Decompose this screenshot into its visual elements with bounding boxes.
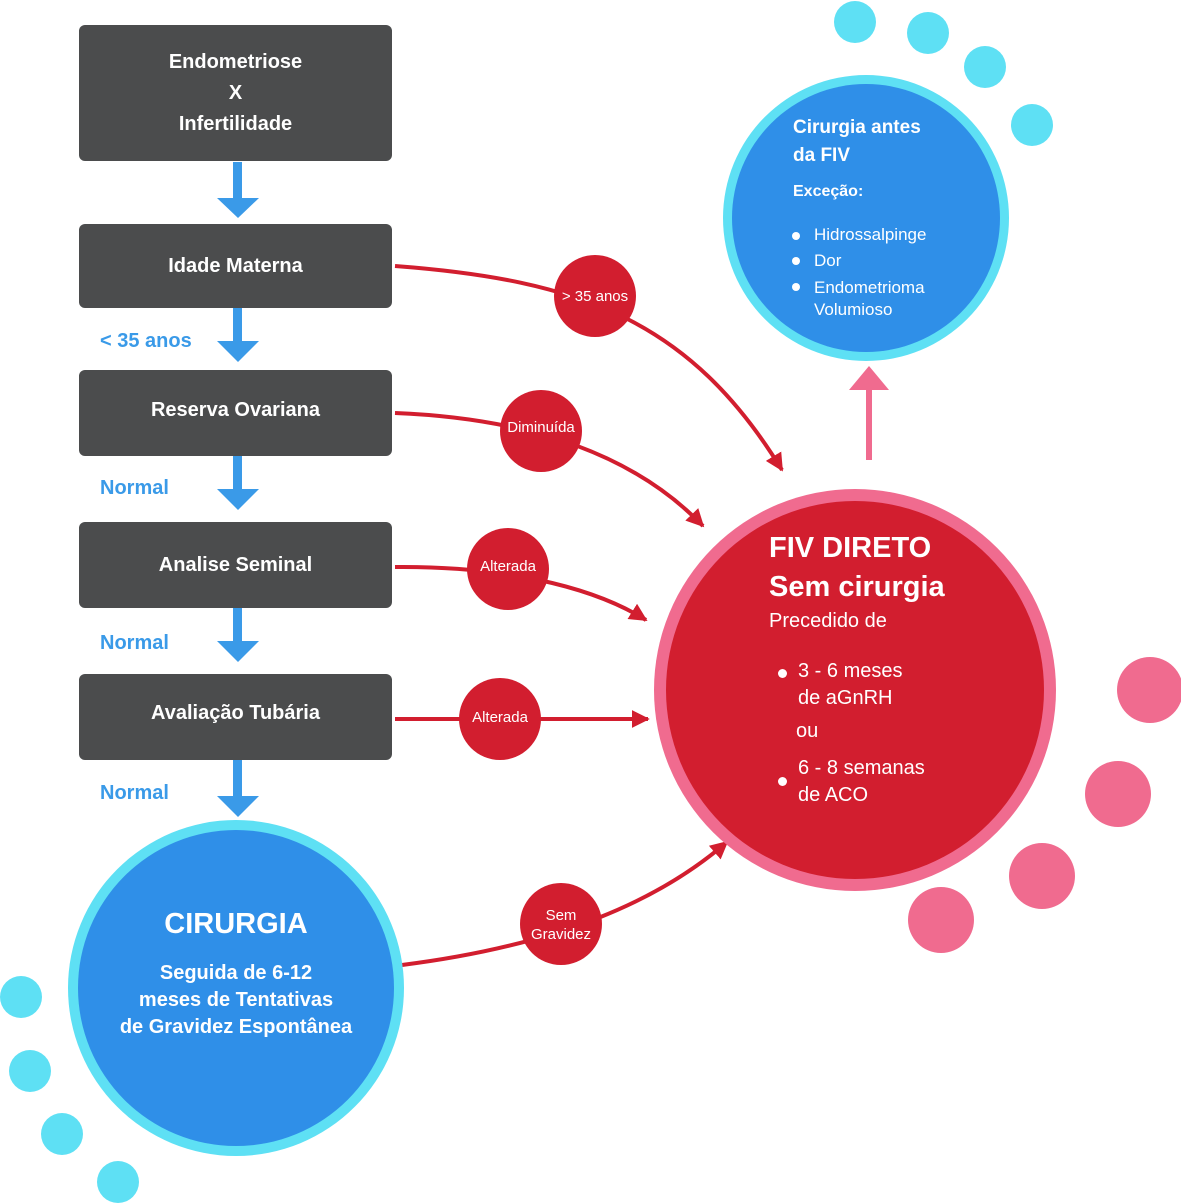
decorative-dots-pink [908,657,1181,953]
surgery-line-2: meses de Tentativas [138,989,334,1011]
branch-label-tubal: Normal [100,782,169,804]
semen-analysis-box: Analise Seminal [79,522,392,608]
exception-bullet-2 [792,257,800,265]
exception-item-3-line-1: Endometrioma [814,278,925,297]
decorative-dots-cyan-bottom [0,976,139,1203]
decision-label-surgery-line2: Gravidez [530,926,592,943]
exception-title-2: da FIV [793,145,851,166]
tubal-evaluation-box: Avaliação Tubária [79,674,392,760]
branch-label-semen: Normal [100,632,169,654]
fiv-option-1-line-2: de aGnRH [798,687,893,709]
arrow-fiv-to-exception [849,366,889,460]
flow-arrow-3 [217,456,259,510]
exception-item-2: Dor [814,251,842,270]
maternal-age-box: Idade Materna [79,224,392,308]
decision-label-surgery-line1: Sem [545,907,577,924]
box-line-3: Infertilidade [178,112,293,135]
branch-label-ovarian: Normal [100,477,169,499]
decision-label-semen: Alterada [480,557,536,575]
decision-circle-age [554,255,636,337]
box-line-1: Endometriose [168,50,303,73]
fiv-or-label: ou [796,720,819,742]
flow-arrow-1 [217,162,259,218]
fiv-option-1-line-1: 3 - 6 meses [798,660,903,682]
surgery-line-3: de Gravidez Espontânea [119,1016,353,1038]
decision-circle-semen [467,528,549,610]
exception-item-1: Hidrossalpinge [814,225,927,244]
decision-label-age: > 35 anos [561,287,629,305]
decision-circle-tubal [459,678,541,760]
decorative-dots-cyan-top [834,1,1053,146]
flow-arrow-5 [217,760,259,817]
ovarian-reserve-label: Reserva Ovariana [150,398,320,421]
decision-label-tubal: Alterada [472,708,528,726]
tubal-evaluation-label: Avaliação Tubária [151,701,320,724]
semen-analysis-label: Analise Seminal [158,553,313,576]
exception-label: Exceção: [793,183,864,200]
fiv-bullet-1 [778,669,787,678]
endometriosis-infertility-box: Endometriose X Infertilidade [79,25,392,161]
flow-arrow-4 [217,608,259,662]
exception-bullet-3 [792,283,800,291]
fiv-subtitle: Precedido de [769,610,887,632]
ovarian-reserve-box: Reserva Ovariana [79,370,392,456]
decision-circle-surgery [520,883,602,965]
exception-title-1: Cirurgia antes [793,117,921,138]
fiv-title-1: FIV DIRETO [769,532,932,564]
fiv-title-2: Sem cirurgia [769,571,945,603]
box-line-2: X [228,81,243,104]
decision-label-ovarian: Diminuída [507,418,575,436]
fiv-option-2-line-1: 6 - 8 semanas [798,757,925,779]
fiv-bullet-2 [778,777,787,786]
maternal-age-label: Idade Materna [168,254,303,277]
decision-circle-ovarian [500,390,582,472]
surgery-circle [78,830,394,1146]
exception-bullet-1 [792,232,800,240]
decision-label-surgery: Sem Gravidez [511,905,611,945]
fiv-circle [666,501,1044,879]
surgery-line-1: Seguida de 6-12 [159,962,313,984]
branch-label-age: < 35 anos [100,330,192,352]
flow-arrow-2 [217,308,259,362]
surgery-title: CIRURGIA [164,908,308,940]
fiv-option-2-line-2: de ACO [798,784,869,806]
exception-item-3-line-2: Volumioso [814,300,893,319]
